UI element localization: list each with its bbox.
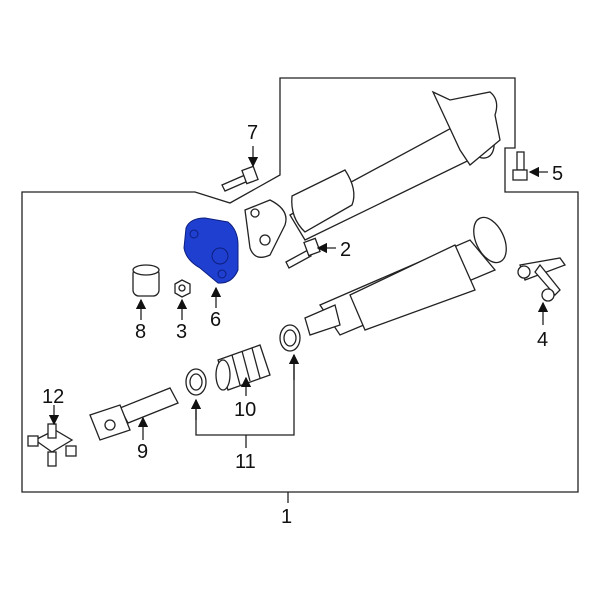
- leader-lines: [48, 146, 549, 503]
- callout-7[interactable]: 7: [247, 122, 258, 144]
- callout-2[interactable]: 2: [340, 239, 351, 261]
- driveshaft-upper: [244, 90, 501, 258]
- callout-3[interactable]: 3: [176, 321, 187, 343]
- bolt-part-5: [512, 151, 528, 181]
- callout-5[interactable]: 5: [552, 163, 563, 185]
- nut-part-3: [174, 279, 191, 298]
- callout-11[interactable]: 11: [235, 451, 256, 473]
- callout-8[interactable]: 8: [135, 321, 146, 343]
- flex-coupling-shape[interactable]: [183, 217, 239, 284]
- seal-part-11a: [185, 368, 207, 396]
- seal-part-11b: [279, 324, 301, 352]
- boot-part-10: [215, 344, 271, 391]
- bushing-part-8: [132, 264, 160, 297]
- callout-6[interactable]: 6: [210, 309, 221, 331]
- assembly-outline: [21, 77, 579, 493]
- shaft-part-9: [89, 387, 179, 441]
- bolt-part-2: [285, 237, 321, 269]
- flex-coupling-part-6[interactable]: [183, 217, 239, 284]
- callout-9[interactable]: 9: [137, 441, 148, 463]
- callout-10[interactable]: 10: [234, 399, 256, 421]
- callout-12[interactable]: 12: [42, 386, 64, 408]
- driveshaft-lower: [304, 216, 507, 336]
- bracket-part-4: [517, 257, 567, 302]
- universal-joint-part-12: [27, 423, 77, 467]
- callout-1[interactable]: 1: [281, 506, 292, 528]
- bolt-part-7: [221, 165, 259, 192]
- callout-4[interactable]: 4: [537, 329, 548, 351]
